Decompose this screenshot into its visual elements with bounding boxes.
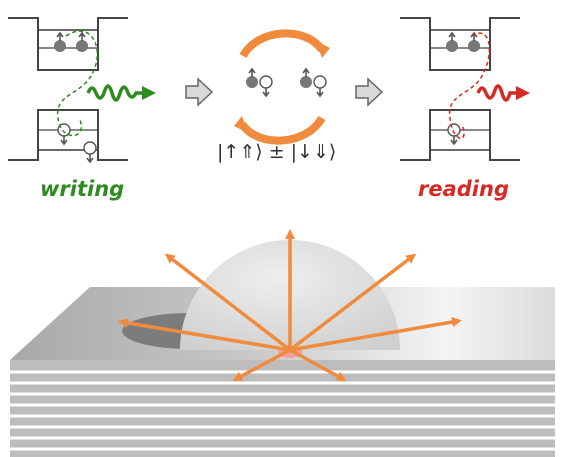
reading-band-diagram <box>400 17 520 161</box>
entangled-state-label: |↑⇑⟩ ± |↓⇓⟩ <box>217 141 336 163</box>
reading-label: reading <box>418 177 509 201</box>
photon-reading-icon <box>476 84 530 102</box>
slab-layers <box>10 370 555 451</box>
writing-transition-loop <box>57 30 98 137</box>
spin-state-cycle <box>234 29 330 145</box>
right-arrow-icon <box>355 77 384 107</box>
reading-transition-loop <box>449 32 491 140</box>
photon-writing-icon <box>86 84 156 102</box>
right-arrow-icon <box>185 77 214 107</box>
emission-arrows <box>118 229 462 381</box>
semiconductor-slab <box>10 240 555 457</box>
writing-label: writing <box>40 177 124 201</box>
writing-band-diagram <box>8 17 128 163</box>
